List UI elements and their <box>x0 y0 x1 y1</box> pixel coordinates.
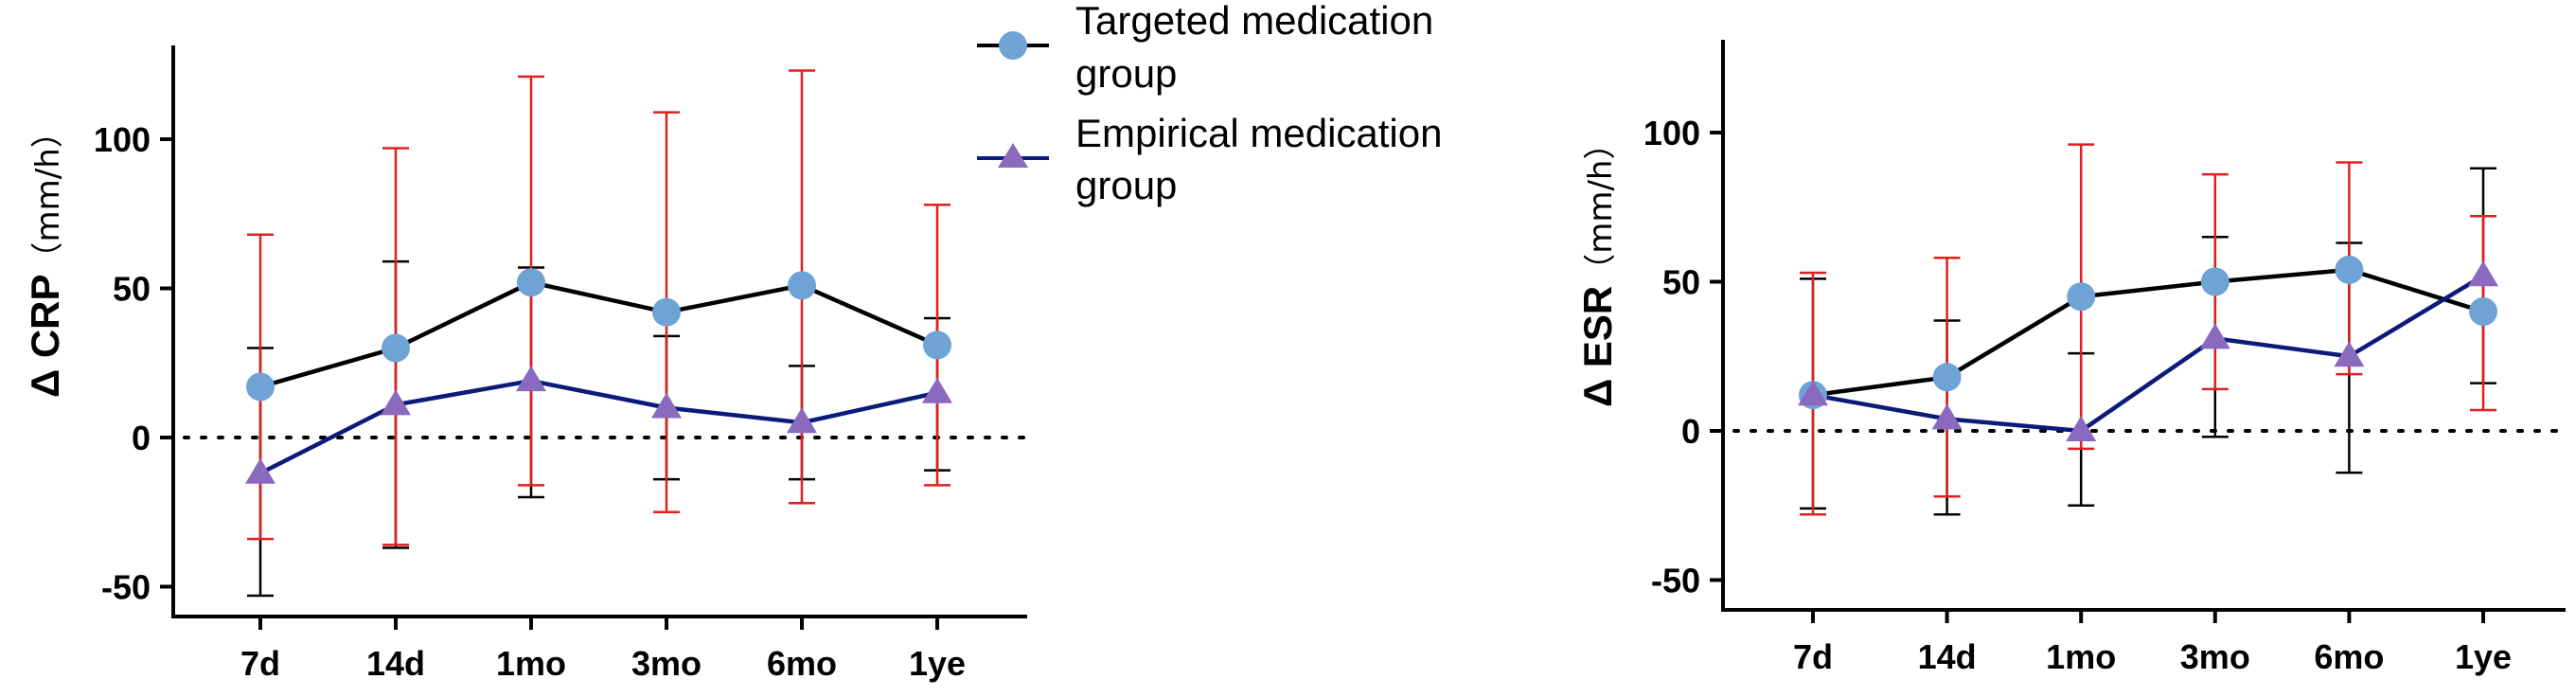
esr-x-tick-label: 1mo <box>2046 637 2116 676</box>
esr-series-line-targeted <box>1812 267 2484 398</box>
crp-series-line-empirical <box>258 378 938 475</box>
legend-label-empirical-line2: group <box>1075 163 1177 207</box>
esr-point-targeted <box>1932 363 1962 392</box>
legend: Targeted medication group Empirical medi… <box>977 0 1442 207</box>
esr-y-tick-label: -50 <box>1651 562 1700 600</box>
crp-point-targeted <box>652 297 681 327</box>
crp-y-tick-label: 50 <box>113 270 151 309</box>
esr-y-axis-title-main: Δ ESR <box>1575 286 1620 407</box>
legend-marker-circle-targeted <box>999 31 1027 60</box>
esr-point-empirical <box>1798 380 1828 406</box>
esr-series-line-empirical <box>1812 274 2485 434</box>
crp-x-tick-label: 7d <box>240 644 280 683</box>
crp-y-tick-label: -50 <box>101 568 151 607</box>
esr-panel: -50 0 50 100 7d 14d 1mo 3mo 6mo 1ye Δ ESR（mm/h） <box>1575 40 2567 676</box>
crp-point-empirical <box>922 377 952 403</box>
esr-point-targeted <box>2469 297 2497 326</box>
legend-label-targeted-line2: group <box>1075 51 1177 96</box>
crp-x-tick-label: 1ye <box>909 644 966 683</box>
esr-point-empirical <box>2066 416 2097 441</box>
crp-x-tick-label: 3mo <box>631 644 702 683</box>
crp-point-targeted <box>382 333 410 363</box>
esr-point-targeted <box>2335 255 2364 284</box>
crp-x-tick-label: 1mo <box>496 644 566 683</box>
crp-y-axis-title-unit: （mm/h） <box>29 116 67 274</box>
esr-y-tick-label: 100 <box>1643 114 1700 152</box>
crp-point-targeted <box>923 331 951 360</box>
crp-x-tick-label: 6mo <box>767 644 837 683</box>
esr-x-tick-label: 6mo <box>2314 637 2384 676</box>
legend-item-empirical: Empirical medication group <box>977 111 1442 207</box>
crp-y-axis-title: Δ CRP（mm/h） <box>23 116 67 398</box>
crp-y-tick-label: 0 <box>132 419 151 457</box>
crp-point-empirical <box>651 392 682 419</box>
crp-series-line-targeted <box>259 279 938 389</box>
crp-point-targeted <box>788 271 816 300</box>
crp-point-empirical <box>787 407 817 434</box>
esr-point-empirical <box>2334 341 2365 367</box>
esr-x-tick-label: 3mo <box>2180 637 2250 676</box>
esr-y-tick-label: 0 <box>1681 412 1700 451</box>
crp-panel: -50 0 50 100 7d 14d 1mo 3mo 6mo 1ye Δ CRP（mm/h） <box>23 45 1029 683</box>
legend-label-empirical-line1: Empirical medication <box>1075 111 1442 155</box>
crp-y-axis-title-main: Δ CRP <box>23 274 67 398</box>
esr-x-tick-label: 14d <box>1918 637 1977 676</box>
esr-point-targeted <box>2067 282 2096 312</box>
esr-y-tick-label: 50 <box>1662 263 1700 302</box>
crp-x-tick-label: 14d <box>366 644 425 683</box>
legend-label-targeted-line1: Targeted medication <box>1075 0 1433 43</box>
crp-point-empirical <box>381 389 411 416</box>
esr-x-tick-label: 7d <box>1793 637 1833 676</box>
esr-x-tick-label: 1ye <box>2455 637 2512 676</box>
esr-point-empirical <box>2468 260 2498 287</box>
crp-point-targeted <box>246 372 275 402</box>
crp-point-empirical <box>516 366 546 392</box>
legend-item-targeted: Targeted medication group <box>977 0 1433 96</box>
crp-point-targeted <box>517 268 545 297</box>
esr-y-axis-title-unit: （mm/h） <box>1582 128 1620 286</box>
crp-y-tick-label: 100 <box>94 120 151 159</box>
legend-marker-triangle-empirical <box>998 143 1028 168</box>
esr-point-empirical <box>1931 403 1963 430</box>
esr-y-axis-title: Δ ESR（mm/h） <box>1575 128 1620 407</box>
esr-point-targeted <box>2200 267 2230 296</box>
crp-point-empirical <box>245 457 275 484</box>
esr-point-empirical <box>2199 323 2230 349</box>
